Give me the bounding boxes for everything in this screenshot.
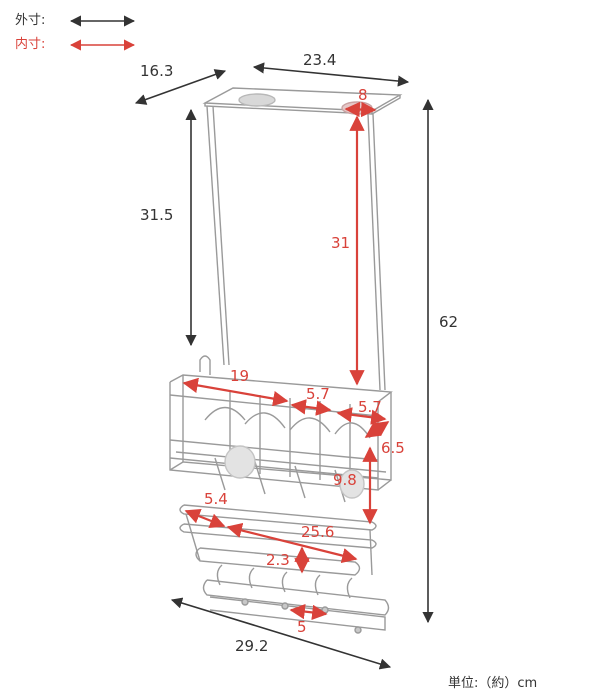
hanger-height-label: 31.5 <box>140 206 174 224</box>
basket-depth-label: 6.5 <box>381 439 405 457</box>
total-height-label: 62 <box>439 313 459 331</box>
hanger-rods <box>206 105 386 391</box>
legend-outer-label: 外寸: <box>15 13 46 28</box>
hook-rail <box>202 564 390 634</box>
compartment-a-label: 5.7 <box>306 385 330 403</box>
compartment-a-arrow <box>290 399 332 416</box>
bottom-width-arrow <box>170 597 392 670</box>
rail-depth-label: 5.4 <box>204 490 228 508</box>
hook-width-label: 8 <box>358 86 368 104</box>
hook-width-arrow <box>344 101 377 118</box>
basket-depth-arrow <box>364 421 390 438</box>
hook-drop-label: 31 <box>331 234 351 252</box>
inner-dimension-arrows <box>182 101 390 621</box>
basket-length-arrow <box>182 377 289 407</box>
hook-spacing-arrow <box>289 603 328 621</box>
unit-note: 単位:（約）cm <box>448 676 538 691</box>
hook-spacing-label: 5 <box>297 618 307 636</box>
rail-depth-arrow <box>184 508 226 529</box>
bottom-width-label: 29.2 <box>235 637 269 655</box>
rail-length-arrow <box>226 522 358 564</box>
rail-length-label: 25.6 <box>301 523 335 541</box>
compartment-b-arrow <box>336 407 387 425</box>
rack-illustration <box>169 87 403 634</box>
outer-dimension-arrows <box>134 62 434 670</box>
compartment-b-label: 5.7 <box>358 398 382 416</box>
basket-length-label: 19 <box>230 367 250 385</box>
width-top-arrow <box>252 62 410 87</box>
legend-inner-label: 内寸: <box>15 37 46 52</box>
depth-arrow <box>134 69 227 105</box>
depth-label: 16.3 <box>140 62 174 80</box>
basket-height-label: 9.8 <box>333 471 357 489</box>
rail-gap-label: 2.3 <box>266 551 290 569</box>
legend <box>69 15 136 51</box>
width-top-label: 23.4 <box>303 51 337 69</box>
